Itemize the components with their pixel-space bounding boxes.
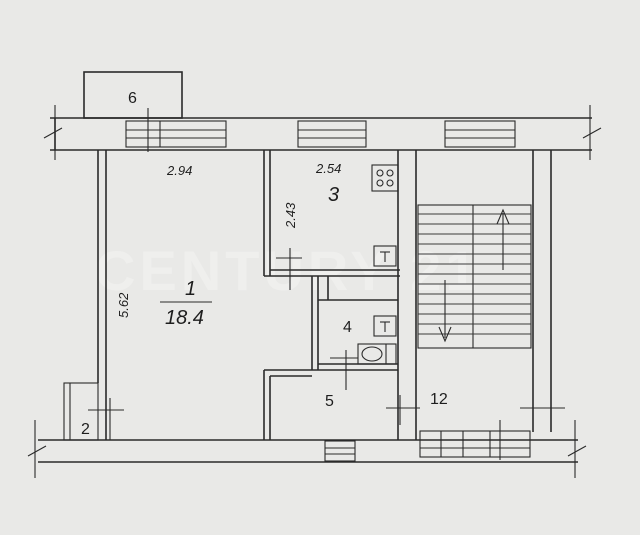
dim-room3-width: 2.54 <box>315 161 341 176</box>
dim-room3-length: 2.43 <box>283 202 298 229</box>
left-wall <box>63 150 107 441</box>
toilet-icon <box>357 343 397 365</box>
stairwell <box>417 150 565 432</box>
stair-up-arrow-icon <box>496 208 510 270</box>
interior-walls <box>263 150 420 440</box>
room-6-label: 6 <box>128 90 137 107</box>
room-1-label: 1 <box>185 278 196 300</box>
stove-icon <box>371 164 399 192</box>
stair-down-arrow-icon <box>438 280 452 343</box>
room-3-label: 3 <box>328 184 339 206</box>
kitchen-sink-icon <box>373 245 397 267</box>
bath-sink-icon <box>373 315 397 337</box>
room-2-label: 2 <box>81 421 90 438</box>
door-marks <box>88 248 358 440</box>
room-4-label: 4 <box>343 319 352 336</box>
dim-room1-width: 2.94 <box>166 163 192 178</box>
top-wall <box>43 105 602 160</box>
top-windows <box>125 108 516 152</box>
bottom-wall <box>27 420 587 478</box>
dim-room1-length: 5.62 <box>116 292 131 318</box>
room-12-label: 12 <box>430 391 448 408</box>
room-1-area: 18.4 <box>165 307 204 329</box>
room-5-label: 5 <box>325 393 334 410</box>
